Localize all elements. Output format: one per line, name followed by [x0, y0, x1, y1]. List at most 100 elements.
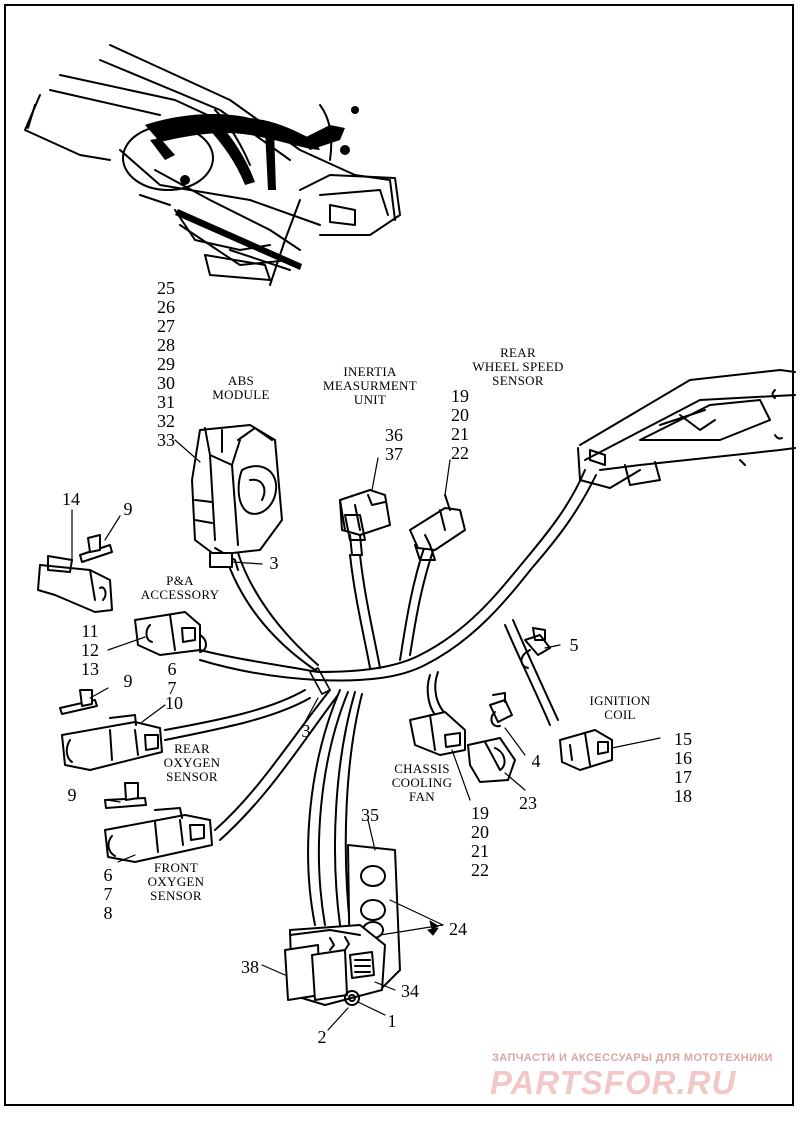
connector-14 [37, 555, 113, 613]
callout-number: 9 [123, 671, 133, 691]
callout-number: 20 [451, 405, 469, 425]
callout-number: 28 [157, 335, 175, 355]
callout-number: 33 [157, 430, 175, 450]
callout-number: 20 [471, 822, 489, 842]
callout-number: 2 [317, 1027, 327, 1047]
callout-number: 26 [157, 297, 175, 317]
main-harness [164, 469, 597, 926]
wheel-speed-connector [409, 494, 466, 561]
connector-23 [467, 737, 516, 783]
callout-number: 27 [157, 316, 175, 336]
clip-5 [520, 627, 551, 669]
clip-4 [489, 692, 513, 728]
callout-number: 4 [531, 751, 541, 771]
label-line: FRONT [153, 860, 199, 875]
callout-number: 15 [674, 729, 692, 749]
callout-2: 2 [312, 1028, 332, 1047]
label-line: SENSOR [492, 373, 544, 388]
callout-10: 10 [160, 694, 188, 713]
callout-number: 17 [674, 767, 692, 787]
label-line: INERTIA [343, 364, 397, 379]
leader-lines [71, 439, 661, 1031]
label-line: ABS [227, 373, 255, 388]
callout-number: 10 [165, 693, 183, 713]
callout-9-low: 9 [62, 786, 82, 805]
callout-number: 13 [81, 659, 99, 679]
clip-9-low [104, 782, 147, 809]
label-pa-accessory: P&A ACCESSORY [130, 574, 230, 602]
callout-number: 9 [67, 785, 77, 805]
callout-number: 6 [167, 659, 177, 679]
callout-number: 5 [569, 635, 579, 655]
callout-number: 36 [385, 425, 403, 445]
callout-9-mid: 9 [118, 672, 138, 691]
callout-24: 24 [444, 920, 472, 939]
label-line: CHASSIS [394, 761, 450, 776]
callout-fan-group: 19 20 21 22 [466, 804, 494, 880]
label-line: ACCESSORY [140, 587, 220, 602]
callout-number: 7 [103, 884, 113, 904]
label-abs-module: ABS MODULE [196, 374, 286, 402]
label-line: SENSOR [166, 769, 218, 784]
label-line: REAR [500, 345, 536, 360]
label-line: COOLING [391, 775, 453, 790]
callout-34: 34 [396, 982, 424, 1001]
callout-number: 16 [674, 748, 692, 768]
callout-23: 23 [514, 794, 542, 813]
label-line: SENSOR [150, 888, 202, 903]
abs-module [191, 424, 283, 571]
callout-3-abs: 3 [264, 554, 284, 573]
watermark-logo: PARTSFOR.RU [490, 1064, 737, 1101]
callout-number: 25 [157, 278, 175, 298]
callout-number: 6 [103, 865, 113, 885]
callout-number: 32 [157, 411, 175, 431]
callout-number: 8 [103, 903, 113, 923]
label-front-oxygen: FRONT OXYGEN SENSOR [134, 861, 218, 903]
pa-accessory-connector [134, 611, 207, 656]
callout-number: 3 [301, 721, 311, 741]
label-line: OXYGEN [147, 874, 205, 889]
label-rear-oxygen: REAR OXYGEN SENSOR [150, 742, 234, 784]
callout-number: 11 [81, 621, 99, 641]
callout-number: 19 [471, 803, 489, 823]
callout-imu-group: 36 37 [378, 426, 410, 464]
callout-number: 14 [62, 489, 80, 509]
overview-harness-dark [145, 106, 359, 270]
callout-wheel-speed-group: 19 20 21 22 [444, 387, 476, 463]
diagram-border [4, 4, 794, 1106]
callout-number: 23 [519, 793, 537, 813]
callout-number: 37 [385, 444, 403, 464]
callout-4: 4 [526, 752, 546, 771]
label-line: MODULE [212, 387, 270, 402]
imu-connector [339, 489, 391, 556]
callout-9-top: 9 [118, 500, 138, 519]
rear-oxygen-connector [61, 714, 163, 771]
callout-number: 21 [471, 841, 489, 861]
callout-3-tie: 3 [296, 722, 316, 741]
callout-abs-group: 25 26 27 28 29 30 31 32 33 [150, 279, 182, 450]
chassis-fan-connector [409, 711, 466, 756]
ignition-coil-connector [559, 729, 613, 771]
label-line: REAR [174, 741, 210, 756]
callout-5: 5 [564, 636, 584, 655]
callout-number: 3 [269, 553, 279, 573]
callout-6-7: 6 7 [162, 660, 182, 698]
callout-number: 22 [471, 860, 489, 880]
clip-9-mid [59, 689, 98, 715]
callout-number: 21 [451, 424, 469, 444]
callout-14: 14 [58, 490, 84, 509]
callout-number: 30 [157, 373, 175, 393]
callout-number: 9 [123, 499, 133, 519]
callout-number: 18 [674, 786, 692, 806]
label-line: MEASURMENT [322, 378, 417, 393]
callout-35: 35 [356, 806, 384, 825]
callout-ignition-group: 15 16 17 18 [668, 730, 698, 806]
callout-number: 35 [361, 805, 379, 825]
motorcycle-frame-overview [24, 44, 401, 286]
watermark-tagline: ЗАПЧАСТИ И АКСЕССУАРЫ ДЛЯ МОТОТЕХНИКИ [492, 1052, 773, 1064]
callout-number: 19 [451, 386, 469, 406]
label-line: FAN [409, 789, 435, 804]
label-inertia-unit: INERTIA MEASURMENT UNIT [314, 365, 426, 407]
callout-number: 29 [157, 354, 175, 374]
label-rear-wheel-speed: REAR WHEEL SPEED SENSOR [468, 346, 568, 388]
